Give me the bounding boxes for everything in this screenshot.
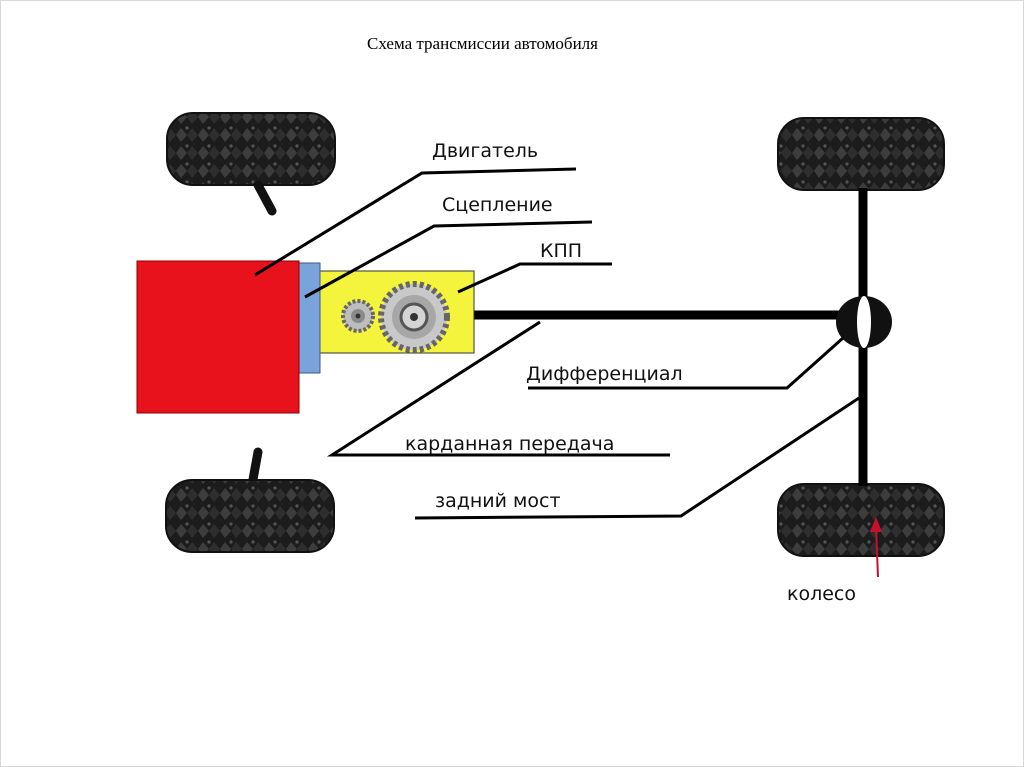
label-rear-axle: задний мост: [435, 490, 561, 512]
label-wheel: колесо: [787, 583, 856, 605]
label-gearbox: КПП: [540, 240, 582, 262]
rear-right-wheel: [777, 483, 945, 557]
leader-differential: [528, 336, 844, 390]
label-engine: Двигатель: [432, 140, 538, 162]
leader-clutch: [304, 220, 593, 299]
leader-engine: [254, 167, 577, 277]
front-right-wheel: [777, 117, 945, 191]
leader-rear-axle: [414, 394, 863, 520]
diagram-title: Схема трансмиссии автомобиля: [367, 34, 598, 53]
front-left-wheel: [166, 112, 336, 216]
leader-driveshaft: [326, 320, 670, 457]
leader-gearbox: [457, 262, 612, 294]
rear-left-wheel: [165, 447, 335, 553]
leader-lines: [254, 167, 863, 520]
label-driveshaft: карданная передача: [405, 433, 614, 455]
clutch-block: [298, 262, 321, 374]
label-differential: Дифференциал: [526, 363, 683, 385]
gear-small: [341, 299, 375, 333]
engine-block: [136, 260, 300, 414]
label-clutch: Сцепление: [442, 194, 553, 216]
wheel-pointer: [870, 517, 882, 578]
gear-large: [378, 281, 450, 353]
differential: [836, 296, 892, 348]
